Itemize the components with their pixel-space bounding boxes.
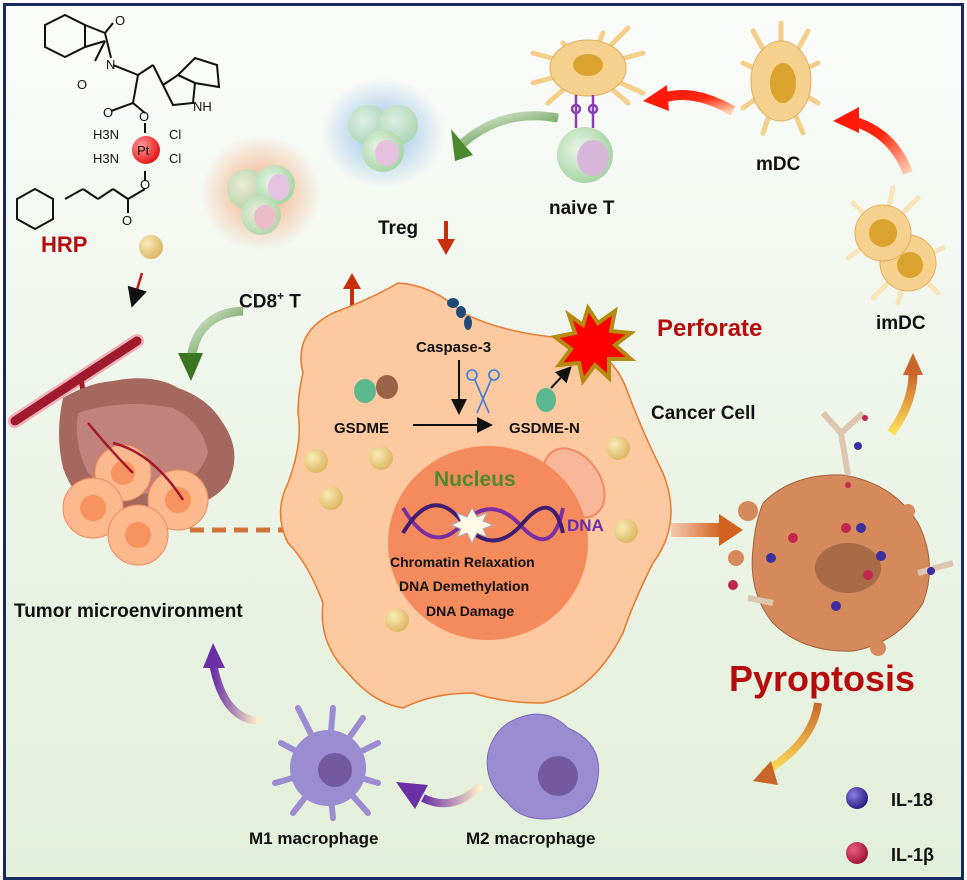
atom-label: O bbox=[103, 105, 113, 120]
pyroptotic-cell-icon bbox=[728, 410, 954, 656]
arrow-pyroptosis-to-imdc bbox=[887, 372, 918, 436]
up-arrow-icon bbox=[343, 273, 361, 289]
membrane-pore-burst-icon bbox=[550, 303, 637, 386]
arrow-head-green bbox=[178, 353, 203, 381]
gsdme-protein-icon bbox=[354, 375, 398, 403]
atom-label: H3N bbox=[93, 127, 119, 142]
arrow-head-green bbox=[451, 129, 473, 161]
benzene-ring-top bbox=[44, 13, 86, 59]
atom-label: O bbox=[139, 109, 149, 124]
atom-label: NH bbox=[193, 99, 212, 114]
arrow-mdc-to-naive bbox=[661, 90, 736, 116]
gsdme-n-label: GSDME-N bbox=[509, 420, 580, 437]
gsdme-label: GSDME bbox=[334, 420, 390, 437]
tumor-microenvironment-icon bbox=[59, 378, 235, 566]
platinum-center-icon bbox=[132, 136, 160, 164]
treg-cells-icon bbox=[321, 78, 445, 188]
arrow-head-orange bbox=[903, 353, 923, 375]
legend-il1b-label: IL-1β bbox=[891, 845, 934, 865]
benzene-ring-bottom bbox=[16, 187, 54, 231]
m2-macrophage-label: M2 macrophage bbox=[466, 829, 596, 848]
naive-t-label: naive T bbox=[549, 198, 615, 219]
pyroptosis-label: Pyroptosis bbox=[729, 658, 916, 699]
m1-macrophage-label: M1 macrophage bbox=[249, 829, 379, 848]
dna-label: DNA bbox=[567, 516, 604, 535]
atom-label: N bbox=[106, 57, 115, 72]
effect-dna-demethylation: DNA Demethylation bbox=[399, 578, 530, 594]
effect-dna-damage: DNA Damage bbox=[426, 603, 515, 619]
atom-label: O bbox=[77, 77, 87, 92]
structure-atoms: O O N NH O O H3N H3N Pt Cl Cl O O bbox=[77, 13, 212, 228]
tumor-microenvironment-label: Tumor microenvironment bbox=[14, 601, 243, 622]
cancer-cell-label: Cancer Cell bbox=[651, 403, 756, 424]
cd8-text: CD8 bbox=[239, 291, 278, 313]
arrow-m1-to-tumor bbox=[209, 662, 259, 725]
arrow-imdc-to-mdc bbox=[851, 116, 913, 175]
figure-frame: O O N NH O O H3N H3N Pt Cl Cl O O bbox=[3, 3, 964, 880]
mature-dendritic-cell-icon bbox=[740, 20, 821, 136]
hrp-arrow bbox=[127, 272, 147, 308]
cell-vesicles bbox=[304, 436, 638, 632]
immature-dendritic-cells-icon bbox=[845, 185, 946, 306]
scissors-icon bbox=[466, 369, 500, 414]
legend-il18-dot bbox=[846, 787, 868, 809]
arrow-head-red bbox=[833, 107, 859, 133]
atom-label: Pt bbox=[137, 143, 150, 158]
treg-label: Treg bbox=[378, 218, 419, 239]
legend-il18-label: IL-18 bbox=[891, 790, 934, 810]
atom-label: O bbox=[115, 13, 125, 28]
arrow-head-orange bbox=[719, 514, 743, 546]
cd8-superscript: + bbox=[277, 289, 285, 303]
arrow-head-red bbox=[643, 85, 669, 111]
arrow-head-orange bbox=[753, 761, 778, 785]
dna-helix-icon bbox=[401, 503, 565, 543]
arrow-naive-to-treg bbox=[460, 111, 559, 147]
down-arrow-icon bbox=[437, 239, 455, 255]
arrow-cd8-to-tumor bbox=[186, 306, 244, 359]
cd8-t-label: CD8+ T bbox=[239, 289, 301, 313]
m2-macrophage-icon bbox=[486, 713, 600, 820]
arrow-head-purple bbox=[396, 782, 428, 809]
gsdme-n-protein-icon bbox=[536, 388, 556, 412]
dna-damage-burst-icon bbox=[449, 506, 495, 545]
m1-macrophage-icon bbox=[272, 705, 381, 821]
cd8-suffix: T bbox=[284, 291, 301, 313]
diagram-canvas: O O N NH O O H3N H3N Pt Cl Cl O O bbox=[8, 13, 954, 864]
prodrug-structure bbox=[16, 13, 221, 231]
arrow-cell-to-pyroptosis bbox=[671, 523, 721, 537]
hrp-label: HRP bbox=[41, 232, 88, 257]
atom-label: O bbox=[140, 177, 150, 192]
effect-chromatin-relaxation: Chromatin Relaxation bbox=[390, 554, 535, 570]
atom-label: Cl bbox=[169, 151, 181, 166]
dendritic-cell-presenting-icon bbox=[530, 25, 646, 183]
mdc-label: mDC bbox=[756, 154, 801, 175]
atom-label: H3N bbox=[93, 151, 119, 166]
hrp-nanoparticle-icon bbox=[139, 235, 163, 259]
nucleus-label: Nucleus bbox=[434, 468, 516, 491]
atom-label: O bbox=[122, 213, 132, 228]
imdc-label: imDC bbox=[876, 313, 926, 334]
pore-formation-arrow bbox=[550, 366, 572, 389]
atom-label: Cl bbox=[169, 127, 181, 142]
caspase-3-label: Caspase-3 bbox=[416, 339, 492, 356]
caspase-3-icon bbox=[447, 298, 472, 330]
arrow-m2-to-m1 bbox=[421, 782, 484, 808]
legend-il1b-dot bbox=[846, 842, 868, 864]
nucleus-icon bbox=[388, 446, 588, 640]
cd8-t-cells-icon bbox=[201, 135, 321, 251]
perforate-label: Perforate bbox=[657, 315, 763, 342]
indole-ring bbox=[161, 73, 197, 107]
arrow-head-purple bbox=[203, 643, 225, 668]
